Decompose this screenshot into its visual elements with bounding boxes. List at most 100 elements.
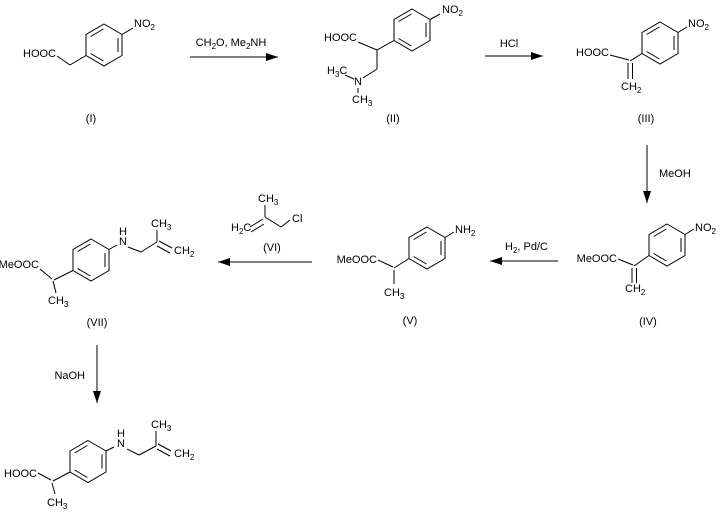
bond: [121, 27, 134, 35]
bond: [53, 270, 74, 281]
ch3-label: CH3: [47, 497, 68, 511]
bond: [362, 68, 378, 79]
hooc-label: HOOC: [576, 47, 609, 59]
compound-I-label: (I): [86, 113, 96, 125]
compound-VI-label: (VI): [263, 242, 281, 254]
ch2-label: CH2: [625, 283, 646, 297]
bond: [138, 445, 157, 456]
bond: [52, 471, 71, 482]
bond: [280, 219, 291, 228]
bond: [429, 13, 441, 20]
ch3-label: CH3: [151, 218, 172, 232]
hooc-label: HOOC: [324, 32, 357, 44]
reaction-arrow-step2: HCl: [485, 38, 543, 60]
reagent-step6-label: NaOH: [54, 370, 85, 382]
double-bond: [156, 245, 171, 254]
bond: [37, 472, 52, 481]
bond: [609, 54, 630, 61]
compound-IV-structure: NO2 MeOOC CH2 (IV): [577, 222, 717, 328]
compound-VI-structure: CH3 H2C Cl (VI): [231, 193, 302, 254]
compound-III-structure: NO2 HOOC CH2 (III): [576, 18, 710, 125]
compound-VII-structure: H N CH3 CH2 MeOOC CH3 (VII): [0, 218, 195, 329]
reagent-step4-label: H2, Pd/C: [505, 241, 548, 255]
bond: [377, 259, 394, 268]
bond: [105, 446, 115, 452]
nitrogen-label: N: [119, 236, 127, 248]
nh2-label: NH2: [455, 224, 476, 238]
cl-label: Cl: [292, 213, 302, 225]
double-bond: [249, 218, 264, 228]
double-bond: [156, 448, 171, 457]
bond: [51, 482, 56, 495]
meooc-label: MeOOC: [577, 253, 617, 265]
bond: [52, 280, 57, 294]
hooc-label: HOOC: [4, 468, 37, 480]
no2-label: NO2: [688, 18, 710, 32]
ch3-label: CH3: [48, 295, 69, 309]
ch3-label: CH3: [384, 287, 405, 301]
ch3-label: CH3: [258, 193, 279, 207]
bond: [39, 268, 53, 280]
no2-label: NO2: [442, 4, 464, 18]
amine-h-label: H: [117, 428, 125, 440]
bond: [684, 228, 695, 235]
double-bond: [250, 223, 265, 233]
bond: [127, 246, 142, 253]
benzene-ring: [408, 226, 446, 270]
bond: [140, 241, 158, 253]
compound-III-label: (III): [638, 113, 655, 125]
compound-I-structure: HOOC NO2 (I): [23, 18, 156, 125]
compound-II-structure: HOOC NO2 H3C N CH3 (II): [324, 4, 464, 125]
bond: [677, 26, 688, 33]
no2-label: NO2: [134, 18, 156, 32]
ch2-label: CH2: [174, 245, 195, 259]
bond: [629, 53, 643, 62]
bond: [108, 244, 118, 250]
benzene-ring: [641, 21, 679, 65]
compound-V-label: (V): [403, 315, 418, 327]
benzene-ring: [69, 440, 107, 483]
nitrogen-label: N: [117, 438, 125, 450]
final-product-structure: H N CH3 CH2 HOOC CH3: [4, 419, 195, 511]
benzene-ring: [72, 238, 110, 282]
ch3-label: CH3: [352, 94, 373, 108]
bond: [376, 40, 395, 51]
bond: [444, 231, 455, 238]
meooc-label: MeOOC: [0, 259, 39, 271]
reaction-arrow-step6: NaOH: [54, 345, 101, 403]
no2-label: NO2: [695, 222, 717, 236]
compound-IV-label: (IV): [639, 316, 657, 328]
benzene-ring: [393, 8, 431, 52]
reaction-arrow-step4: H2, Pd/C: [490, 241, 558, 265]
benzene-ring: [648, 223, 686, 267]
bond: [56, 55, 71, 66]
double-bond: [158, 240, 173, 249]
hooc-label: HOOC: [23, 48, 56, 60]
compound-V-structure: NH2 MeOOC CH3 (V): [337, 224, 476, 327]
h3c-label: H3C: [327, 65, 347, 79]
nitrogen-label: N: [354, 76, 362, 88]
bond: [617, 258, 634, 266]
ch2-label: CH2: [174, 448, 195, 462]
reagent-step2-label: HCl: [500, 38, 518, 50]
meooc-label: MeOOC: [337, 254, 377, 266]
reagent-step3-label: MeOH: [659, 168, 691, 180]
reagent-step1-label: CH2O, Me2NH: [196, 37, 267, 51]
compound-VII-label: (VII): [87, 317, 108, 329]
bond: [69, 55, 87, 66]
ch3-label: CH3: [151, 419, 172, 433]
ch2-label: CH2: [621, 81, 642, 95]
bond: [264, 216, 282, 228]
bond: [393, 258, 410, 269]
benzene-ring: [85, 23, 123, 67]
bond: [357, 41, 378, 51]
bond: [126, 448, 140, 456]
reaction-arrow-step3: MeOH: [643, 145, 691, 203]
double-bond: [157, 443, 172, 452]
reaction-arrow-step1: CH2O, Me2NH: [190, 37, 278, 61]
h2c-label: H2C: [231, 222, 251, 236]
bond: [344, 74, 355, 80]
amine-h-label: H: [119, 226, 127, 238]
